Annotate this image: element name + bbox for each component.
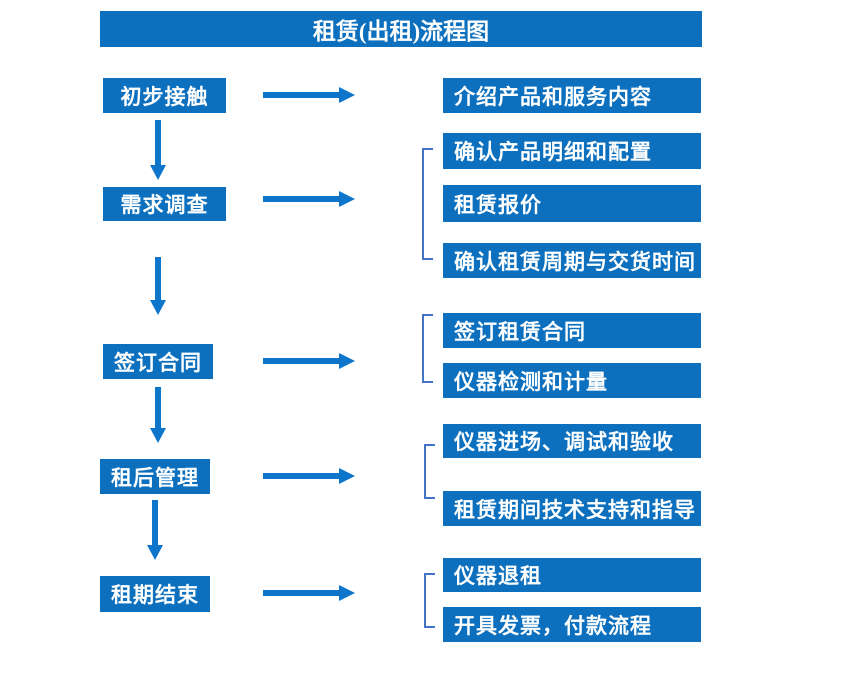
down-arrow-icon bbox=[152, 500, 158, 545]
detail-box-instrument-setup-acceptance: 仪器进场、调试和验收 bbox=[443, 424, 701, 458]
detail-box-instrument-testing-metering: 仪器检测和计量 bbox=[443, 363, 701, 398]
right-arrow-icon bbox=[263, 590, 339, 596]
right-arrow-icon bbox=[263, 473, 339, 479]
down-arrow-icon bbox=[155, 387, 161, 428]
group-bracket-icon bbox=[424, 573, 435, 628]
page-title: 租赁(出租)流程图 bbox=[312, 19, 490, 44]
detail-box-confirm-product-config: 确认产品明细和配置 bbox=[443, 133, 701, 169]
stage-box-lease-end: 租期结束 bbox=[100, 576, 210, 612]
detail-box-sign-rental-contract: 签订租赁合同 bbox=[443, 313, 701, 348]
stage-box-initial-contact: 初步接触 bbox=[103, 78, 226, 113]
detail-box-confirm-period-delivery: 确认租赁周期与交货时间 bbox=[443, 243, 701, 278]
stage-box-post-rental-management: 租后管理 bbox=[100, 459, 210, 494]
detail-box-rental-quote: 租赁报价 bbox=[443, 185, 701, 222]
down-arrow-icon bbox=[155, 120, 161, 165]
group-bracket-icon bbox=[422, 314, 433, 383]
right-arrow-icon bbox=[263, 196, 339, 202]
stage-box-demand-survey: 需求调查 bbox=[103, 187, 226, 221]
group-bracket-icon bbox=[424, 444, 435, 499]
stage-box-sign-contract: 签订合同 bbox=[103, 344, 213, 379]
title-bar: 租赁(出租)流程图 bbox=[100, 11, 702, 47]
detail-box-instrument-return: 仪器退租 bbox=[443, 558, 701, 592]
detail-box-intro-products-services: 介绍产品和服务内容 bbox=[443, 78, 701, 113]
down-arrow-icon bbox=[155, 257, 161, 300]
right-arrow-icon bbox=[263, 358, 339, 364]
detail-box-tech-support-guidance: 租赁期间技术支持和指导 bbox=[443, 491, 701, 526]
detail-box-invoice-payment: 开具发票，付款流程 bbox=[443, 607, 701, 642]
right-arrow-icon bbox=[263, 92, 339, 98]
group-bracket-icon bbox=[422, 148, 433, 260]
